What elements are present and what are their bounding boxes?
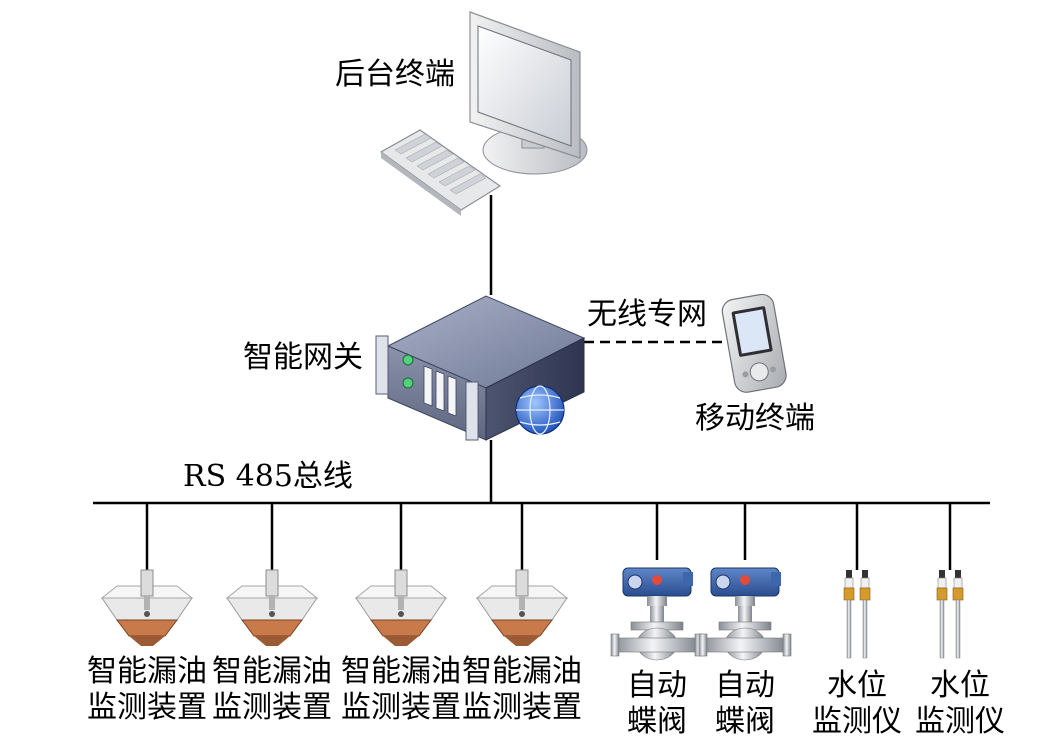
mobile-terminal-icon (721, 293, 787, 393)
device-label-line1: 智能漏油 (462, 654, 582, 689)
device-label-line2: 蝶阀 (627, 704, 687, 739)
connection-lines (93, 195, 990, 582)
device-label-5: 自动 蝶阀 (582, 668, 732, 740)
device-label-line1: 自动 (715, 668, 775, 703)
mobile-terminal-label: 移动终端 (695, 401, 815, 436)
device-label-2: 智能漏油 监测装置 (197, 654, 347, 726)
backend-terminal-icon (379, 11, 588, 216)
bus-label: RS 485总线 (183, 459, 353, 494)
water-level-sensor-icon-1 (843, 569, 871, 659)
oil-leak-monitor-icon-1 (101, 569, 193, 647)
butterfly-valve-icon-1 (610, 567, 704, 661)
oil-leak-monitor-icon-3 (355, 569, 447, 647)
wireless-network-label: 无线专网 (587, 297, 707, 332)
oil-leak-monitor-icon-4 (476, 569, 568, 647)
device-label-line2: 监测仪 (915, 704, 1005, 739)
gateway-label: 智能网关 (243, 340, 363, 375)
device-label-line2: 监测装置 (462, 690, 582, 725)
device-label-7: 水位 监测仪 (782, 668, 932, 740)
backend-terminal-label: 后台终端 (335, 57, 455, 92)
device-label-line2: 监测仪 (812, 704, 902, 739)
butterfly-valve-icon-2 (698, 567, 792, 661)
device-label-1: 智能漏油 监测装置 (72, 654, 222, 726)
device-label-line1: 自动 (627, 668, 687, 703)
device-label-line2: 蝶阀 (715, 704, 775, 739)
device-label-line1: 智能漏油 (212, 654, 332, 689)
device-label-line1: 水位 (827, 668, 887, 703)
device-label-line2: 监测装置 (212, 690, 332, 725)
device-label-6: 自动 蝶阀 (670, 668, 820, 740)
device-label-3: 智能漏油 监测装置 (326, 654, 476, 726)
device-label-line1: 智能漏油 (87, 654, 207, 689)
device-label-line1: 水位 (930, 668, 990, 703)
water-level-sensor-icon-2 (936, 569, 964, 659)
device-label-4: 智能漏油 监测装置 (447, 654, 597, 726)
device-label-line2: 监测装置 (87, 690, 207, 725)
device-label-line2: 监测装置 (341, 690, 461, 725)
device-label-8: 水位 监测仪 (885, 668, 1035, 740)
oil-leak-monitor-icon-2 (226, 569, 318, 647)
gateway-server-icon (375, 295, 586, 441)
device-label-line1: 智能漏油 (341, 654, 461, 689)
